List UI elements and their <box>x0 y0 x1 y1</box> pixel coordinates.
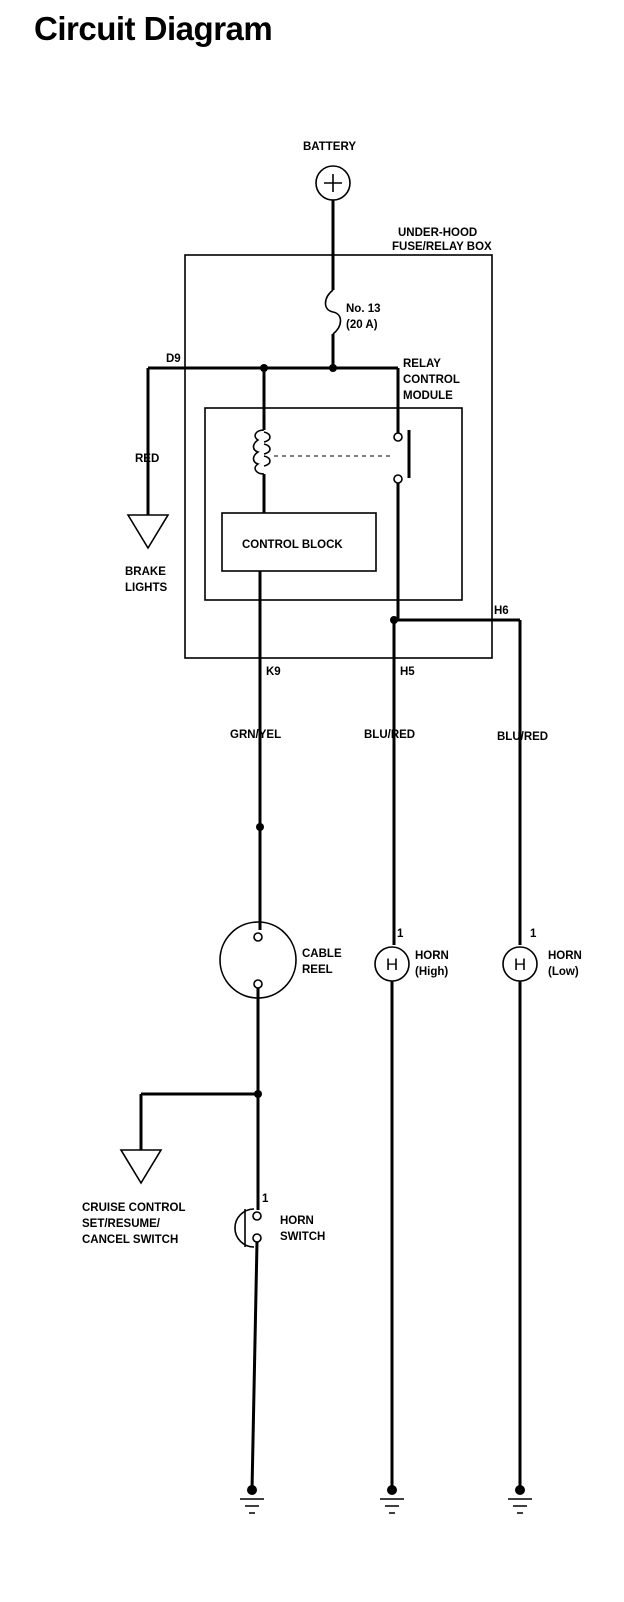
wire-h6-color-label: BLU/RED <box>497 731 548 743</box>
horn-switch-contact-bottom <box>252 1233 262 1243</box>
cable-reel-label-line-2: REEL <box>302 964 333 976</box>
control-block-box <box>221 512 377 572</box>
battery-symbol <box>315 165 351 201</box>
relay-label-line-1: RELAY <box>403 358 441 370</box>
horn-high-label-line-2: (High) <box>415 966 448 978</box>
brake-lights-arrow <box>126 514 170 550</box>
connector-h6-label: H6 <box>494 605 509 617</box>
relay-label-line-3: MODULE <box>403 390 453 402</box>
horn-high-pin-label: 1 <box>397 928 404 940</box>
horn-switch-label-line-2: SWITCH <box>280 1231 325 1243</box>
connector-h5-label: H5 <box>400 666 415 678</box>
horn-low-pin-label: 1 <box>530 928 537 940</box>
cable-reel-contact-top <box>253 932 263 942</box>
fuse-label-line-2: (20 A) <box>346 319 378 331</box>
relay-contact-top <box>393 432 403 442</box>
wire-red-label: RED <box>135 453 159 465</box>
horn-high-label-line-1: HORN <box>415 950 449 962</box>
cable-reel-label-line-1: CABLE <box>302 948 342 960</box>
cruise-control-arrow <box>119 1149 163 1185</box>
ground-symbol <box>380 1485 404 1514</box>
horn-switch-pin-label: 1 <box>262 1193 269 1205</box>
connector-d9-label: D9 <box>166 353 181 365</box>
horn-switch-body <box>234 1208 255 1248</box>
under-hood-fuse-relay-box <box>184 254 493 659</box>
fuse-box-label-line-2: FUSE/RELAY BOX <box>392 241 492 253</box>
ground-symbol <box>240 1485 264 1514</box>
horn-low-label-line-1: HORN <box>548 950 582 962</box>
fuse-no13-symbol <box>324 289 342 335</box>
cruise-control-label-line-2: SET/RESUME/ <box>82 1218 161 1230</box>
wire-h5-color-label: BLU/RED <box>364 729 415 741</box>
horn-switch-contact-top <box>252 1211 262 1221</box>
horn-switch-ground-wire <box>250 1241 259 1491</box>
horn-low-symbol-letter: H <box>514 955 526 974</box>
ground-symbol <box>508 1485 532 1514</box>
battery-label: BATTERY <box>303 141 356 153</box>
relay-coil-symbol <box>252 429 271 475</box>
brake-lights-label-line-2: LIGHTS <box>125 582 167 594</box>
connector-k9-label: K9 <box>266 666 281 678</box>
cable-reel-contact-bottom <box>253 979 263 989</box>
wire-k9-color-label: GRN/YEL <box>230 729 281 741</box>
fuse-box-label-line-1: UNDER-HOOD <box>398 227 477 239</box>
relay-control-module-box <box>204 407 463 601</box>
fuse-label-line-1: No. 13 <box>346 303 381 315</box>
junction-dot <box>256 823 264 831</box>
horn-high-symbol-letter: H <box>386 955 398 974</box>
horn-switch-label-line-1: HORN <box>280 1215 314 1227</box>
control-block-label: CONTROL BLOCK <box>242 539 343 551</box>
cruise-control-label-line-3: CANCEL SWITCH <box>82 1234 178 1246</box>
horn-low-label-line-2: (Low) <box>548 966 579 978</box>
page-title: Circuit Diagram <box>34 10 273 47</box>
junction-dot <box>329 364 337 372</box>
cruise-control-label-line-1: CRUISE CONTROL <box>82 1202 186 1214</box>
brake-lights-label-line-1: BRAKE <box>125 566 166 578</box>
relay-contact-bottom <box>393 474 403 484</box>
relay-label-line-2: CONTROL <box>403 374 460 386</box>
